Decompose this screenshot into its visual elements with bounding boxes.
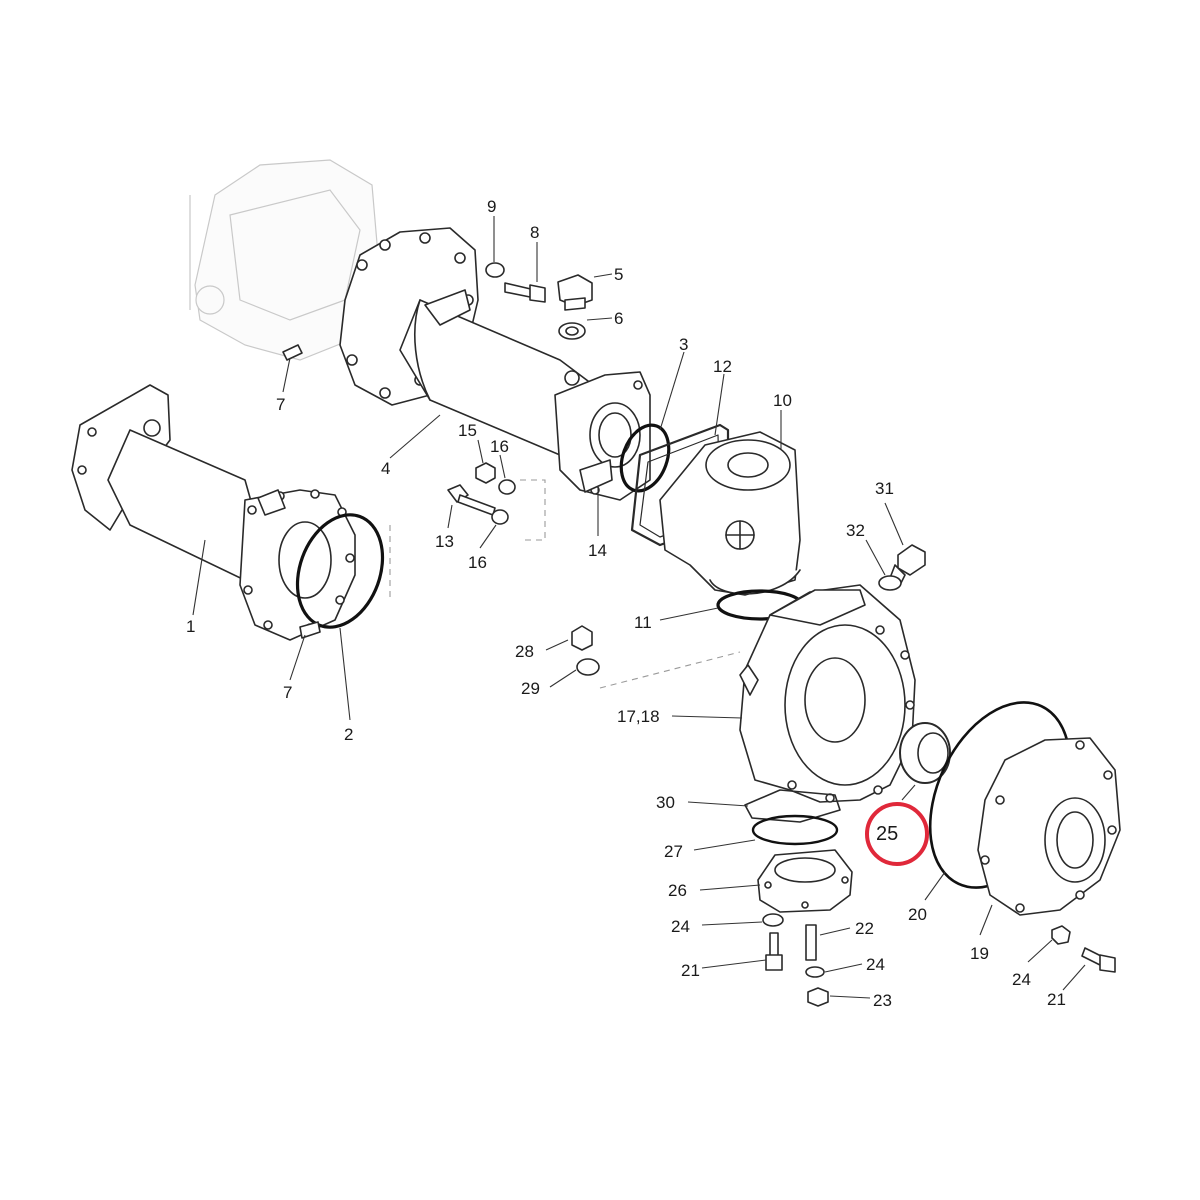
washer-24-right — [1051, 925, 1071, 945]
label-11: 11 — [634, 613, 652, 632]
label-29: 29 — [521, 679, 540, 698]
cover-19 — [977, 737, 1121, 916]
label-3: 3 — [679, 335, 688, 354]
washer-29 — [576, 658, 600, 676]
highlight-circle-25 — [865, 802, 929, 866]
label-28: 28 — [515, 642, 534, 661]
washer-24-middle — [805, 966, 825, 978]
label-6: 6 — [614, 309, 623, 328]
label-30: 30 — [656, 793, 675, 812]
gasket-14 — [579, 459, 613, 493]
bolt-13 — [447, 484, 496, 516]
label-32: 32 — [846, 521, 865, 540]
label-21-right: 21 — [1047, 990, 1066, 1009]
label-4: 4 — [381, 459, 390, 478]
label-7-upper: 7 — [276, 395, 285, 414]
label-22: 22 — [855, 919, 874, 938]
label-9: 9 — [487, 197, 496, 216]
label-2: 2 — [344, 725, 353, 744]
washer-24-left — [762, 913, 784, 927]
label-13: 13 — [435, 532, 454, 551]
o-ring-27 — [751, 814, 839, 846]
gear-case-10 — [659, 431, 801, 596]
gasket-30 — [744, 789, 841, 823]
label-21-left: 21 — [681, 961, 700, 980]
dowel-pin-upper — [282, 344, 303, 361]
washer-9 — [485, 262, 505, 278]
label-1: 1 — [186, 617, 195, 636]
stud-22 — [805, 924, 817, 961]
label-10: 10 — [773, 391, 792, 410]
label-26: 26 — [668, 881, 687, 900]
oil-seal-25 — [899, 722, 951, 784]
breather-28 — [571, 625, 593, 651]
leader-lines — [192, 216, 1086, 999]
bolt-8 — [504, 282, 546, 303]
label-17-18: 17,18 — [617, 707, 660, 726]
drain-plug-5 — [557, 274, 593, 311]
label-24-left: 24 — [671, 917, 690, 936]
final-drive-housing-17-18 — [739, 584, 916, 803]
label-15: 15 — [458, 421, 477, 440]
label-16-upper: 16 — [490, 437, 509, 456]
label-7-lower: 7 — [283, 683, 292, 702]
callout-labels: 9 8 5 6 3 12 10 7 4 15 16 13 16 14 31 32… — [186, 197, 1066, 1010]
label-14: 14 — [588, 541, 607, 560]
upper-axle-tube — [339, 227, 651, 501]
bolt-21-right — [1081, 947, 1116, 973]
label-19: 19 — [970, 944, 989, 963]
washer-16-lower — [491, 509, 509, 525]
washer-16-upper — [498, 479, 516, 495]
label-27: 27 — [664, 842, 683, 861]
label-31: 31 — [875, 479, 894, 498]
lower-axle-tube — [71, 384, 356, 641]
label-16-lower: 16 — [468, 553, 487, 572]
dowel-pin-lower — [299, 621, 321, 639]
nut-23 — [807, 987, 829, 1007]
transmission-housing-outline — [189, 159, 379, 361]
label-20: 20 — [908, 905, 927, 924]
label-25: 25 — [876, 823, 898, 845]
label-24-right: 24 — [1012, 970, 1031, 989]
label-5: 5 — [614, 265, 623, 284]
o-ring-2 — [295, 513, 385, 629]
washer-32 — [878, 575, 902, 591]
bolt-21-left — [765, 932, 783, 971]
label-12: 12 — [713, 357, 732, 376]
label-23: 23 — [873, 991, 892, 1010]
label-24-middle: 24 — [866, 955, 885, 974]
cover-26 — [757, 849, 853, 913]
nut-15 — [475, 462, 496, 484]
o-ring-3 — [619, 423, 671, 493]
label-8: 8 — [530, 223, 539, 242]
